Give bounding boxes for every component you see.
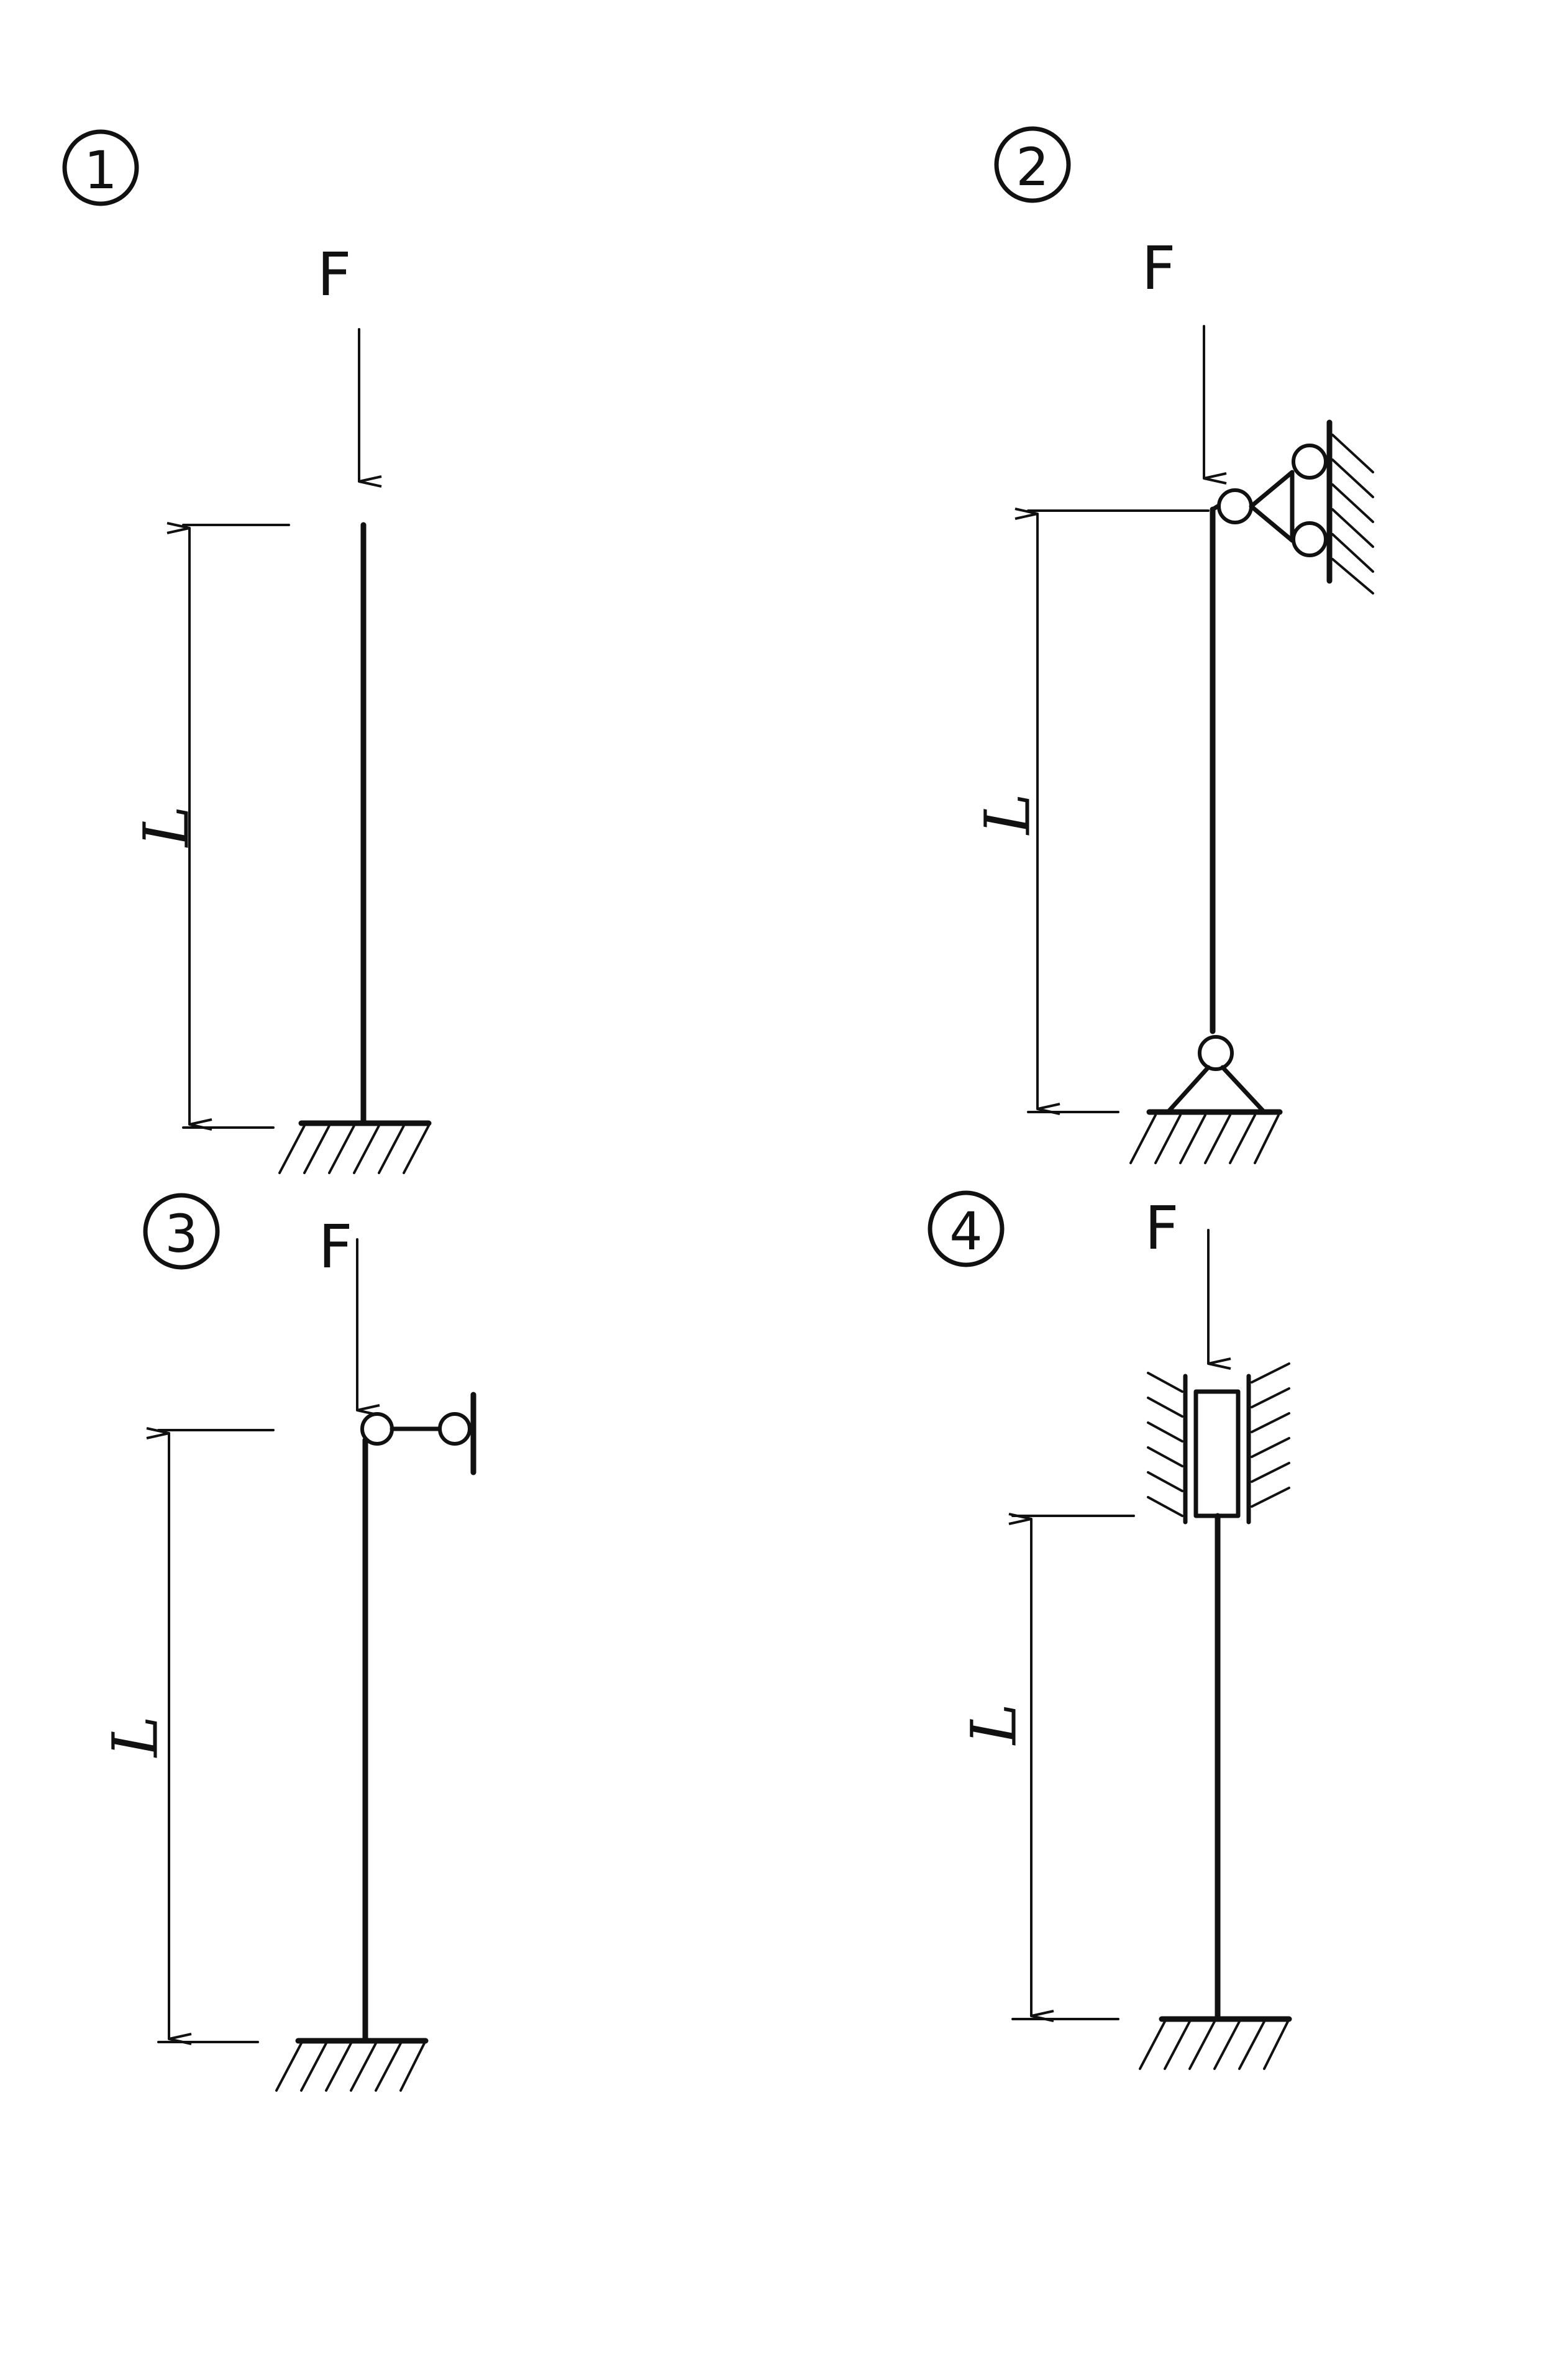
fixed-support — [278, 1120, 432, 1174]
panel-number-label: 1 — [84, 140, 117, 201]
panel-4: 4 F — [928, 1190, 1292, 2070]
panel-number-label: 3 — [165, 1203, 198, 1264]
length-dimension — [146, 1427, 275, 2045]
sliding-guide-support — [1147, 1362, 1290, 1525]
lateral-roller-support — [360, 1392, 476, 1475]
panel-number-1: 1 — [62, 129, 139, 206]
panel-number-label: 4 — [949, 1201, 982, 1262]
fixed-support — [1139, 2016, 1292, 2070]
panel-3: 3 F L — [99, 1193, 476, 2092]
length-dimension — [1008, 1513, 1135, 2022]
panel-number-3: 3 — [143, 1193, 220, 1270]
length-label: L — [958, 1703, 1031, 1746]
length-dimension — [1014, 508, 1210, 1115]
fixed-support — [275, 2038, 429, 2092]
length-label: L — [130, 806, 203, 848]
panel-number-4: 4 — [928, 1190, 1005, 1267]
panel-number-label: 2 — [1016, 137, 1049, 198]
length-dimension — [166, 522, 290, 1131]
force-label: F — [317, 240, 351, 309]
panel-1: 1 F L — [62, 129, 432, 1174]
force-label: F — [1144, 1193, 1178, 1263]
panel-number-2: 2 — [994, 126, 1071, 203]
force-label: F — [1141, 234, 1175, 303]
length-label: L — [972, 793, 1044, 836]
panel-2: 2 F — [972, 126, 1374, 1164]
top-roller-support — [1210, 419, 1374, 595]
force-label: F — [318, 1212, 352, 1282]
pin-support — [1129, 1035, 1283, 1164]
length-label: L — [99, 1716, 172, 1758]
